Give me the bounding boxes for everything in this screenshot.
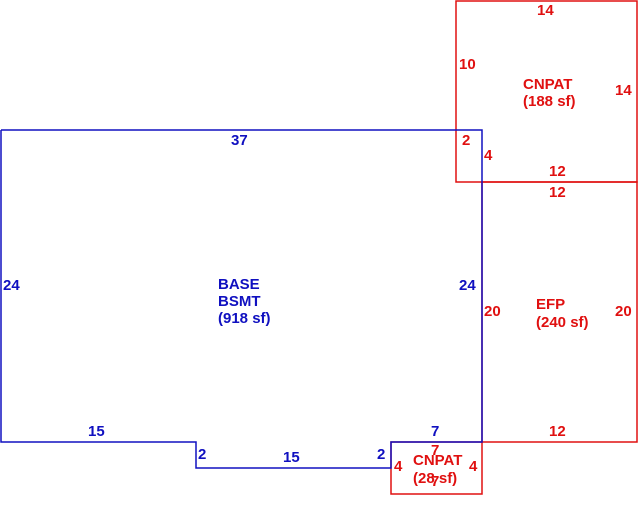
dim-base-left: 24 <box>3 277 20 294</box>
dim-base-right: 24 <box>459 277 476 294</box>
dim-cnpat-bottom-right: 4 <box>469 458 478 475</box>
dim-base-top: 37 <box>231 132 248 149</box>
dim-base-notch-right: 2 <box>377 446 385 463</box>
dim-cnpat-top-bottom: 12 <box>549 163 566 180</box>
efp-size: (240 sf) <box>536 314 589 331</box>
dim-cnpat-bottom-left: 4 <box>394 458 403 475</box>
dim-base-bottom-right: 7 <box>431 423 439 440</box>
cnpat-top-name: CNPAT <box>523 76 572 93</box>
cnpat-bottom-name: CNPAT <box>413 452 462 469</box>
dim-base-notch-left: 2 <box>198 446 206 463</box>
dim-cnpat-bottom-bottom: 7 <box>431 473 439 490</box>
dim-cnpat-top-left: 10 <box>459 56 476 73</box>
dim-base-bottom-left: 15 <box>88 423 105 440</box>
dim-cnpat-top-jog-side: 4 <box>484 147 493 164</box>
cnpat-bottom-size: (28 sf) <box>413 470 457 487</box>
cnpat-top-size: (188 sf) <box>523 93 576 110</box>
dim-cnpat-top-top: 14 <box>537 2 554 19</box>
base-bsmt-outline <box>0 129 483 469</box>
base-area-name: BASE <box>218 276 260 293</box>
dim-cnpat-top-right: 14 <box>615 82 632 99</box>
efp-name: EFP <box>536 296 565 313</box>
base-area-size: (918 sf) <box>218 310 271 327</box>
dim-efp-right: 20 <box>615 303 632 320</box>
dim-efp-left: 20 <box>484 303 501 320</box>
dim-efp-bottom: 12 <box>549 423 566 440</box>
dim-base-notch-bottom: 15 <box>283 449 300 466</box>
dim-cnpat-bottom-top: 7 <box>431 442 439 459</box>
dim-cnpat-top-jog: 2 <box>462 132 470 149</box>
dim-efp-top: 12 <box>549 184 566 201</box>
base-area-type: BSMT <box>218 293 261 310</box>
